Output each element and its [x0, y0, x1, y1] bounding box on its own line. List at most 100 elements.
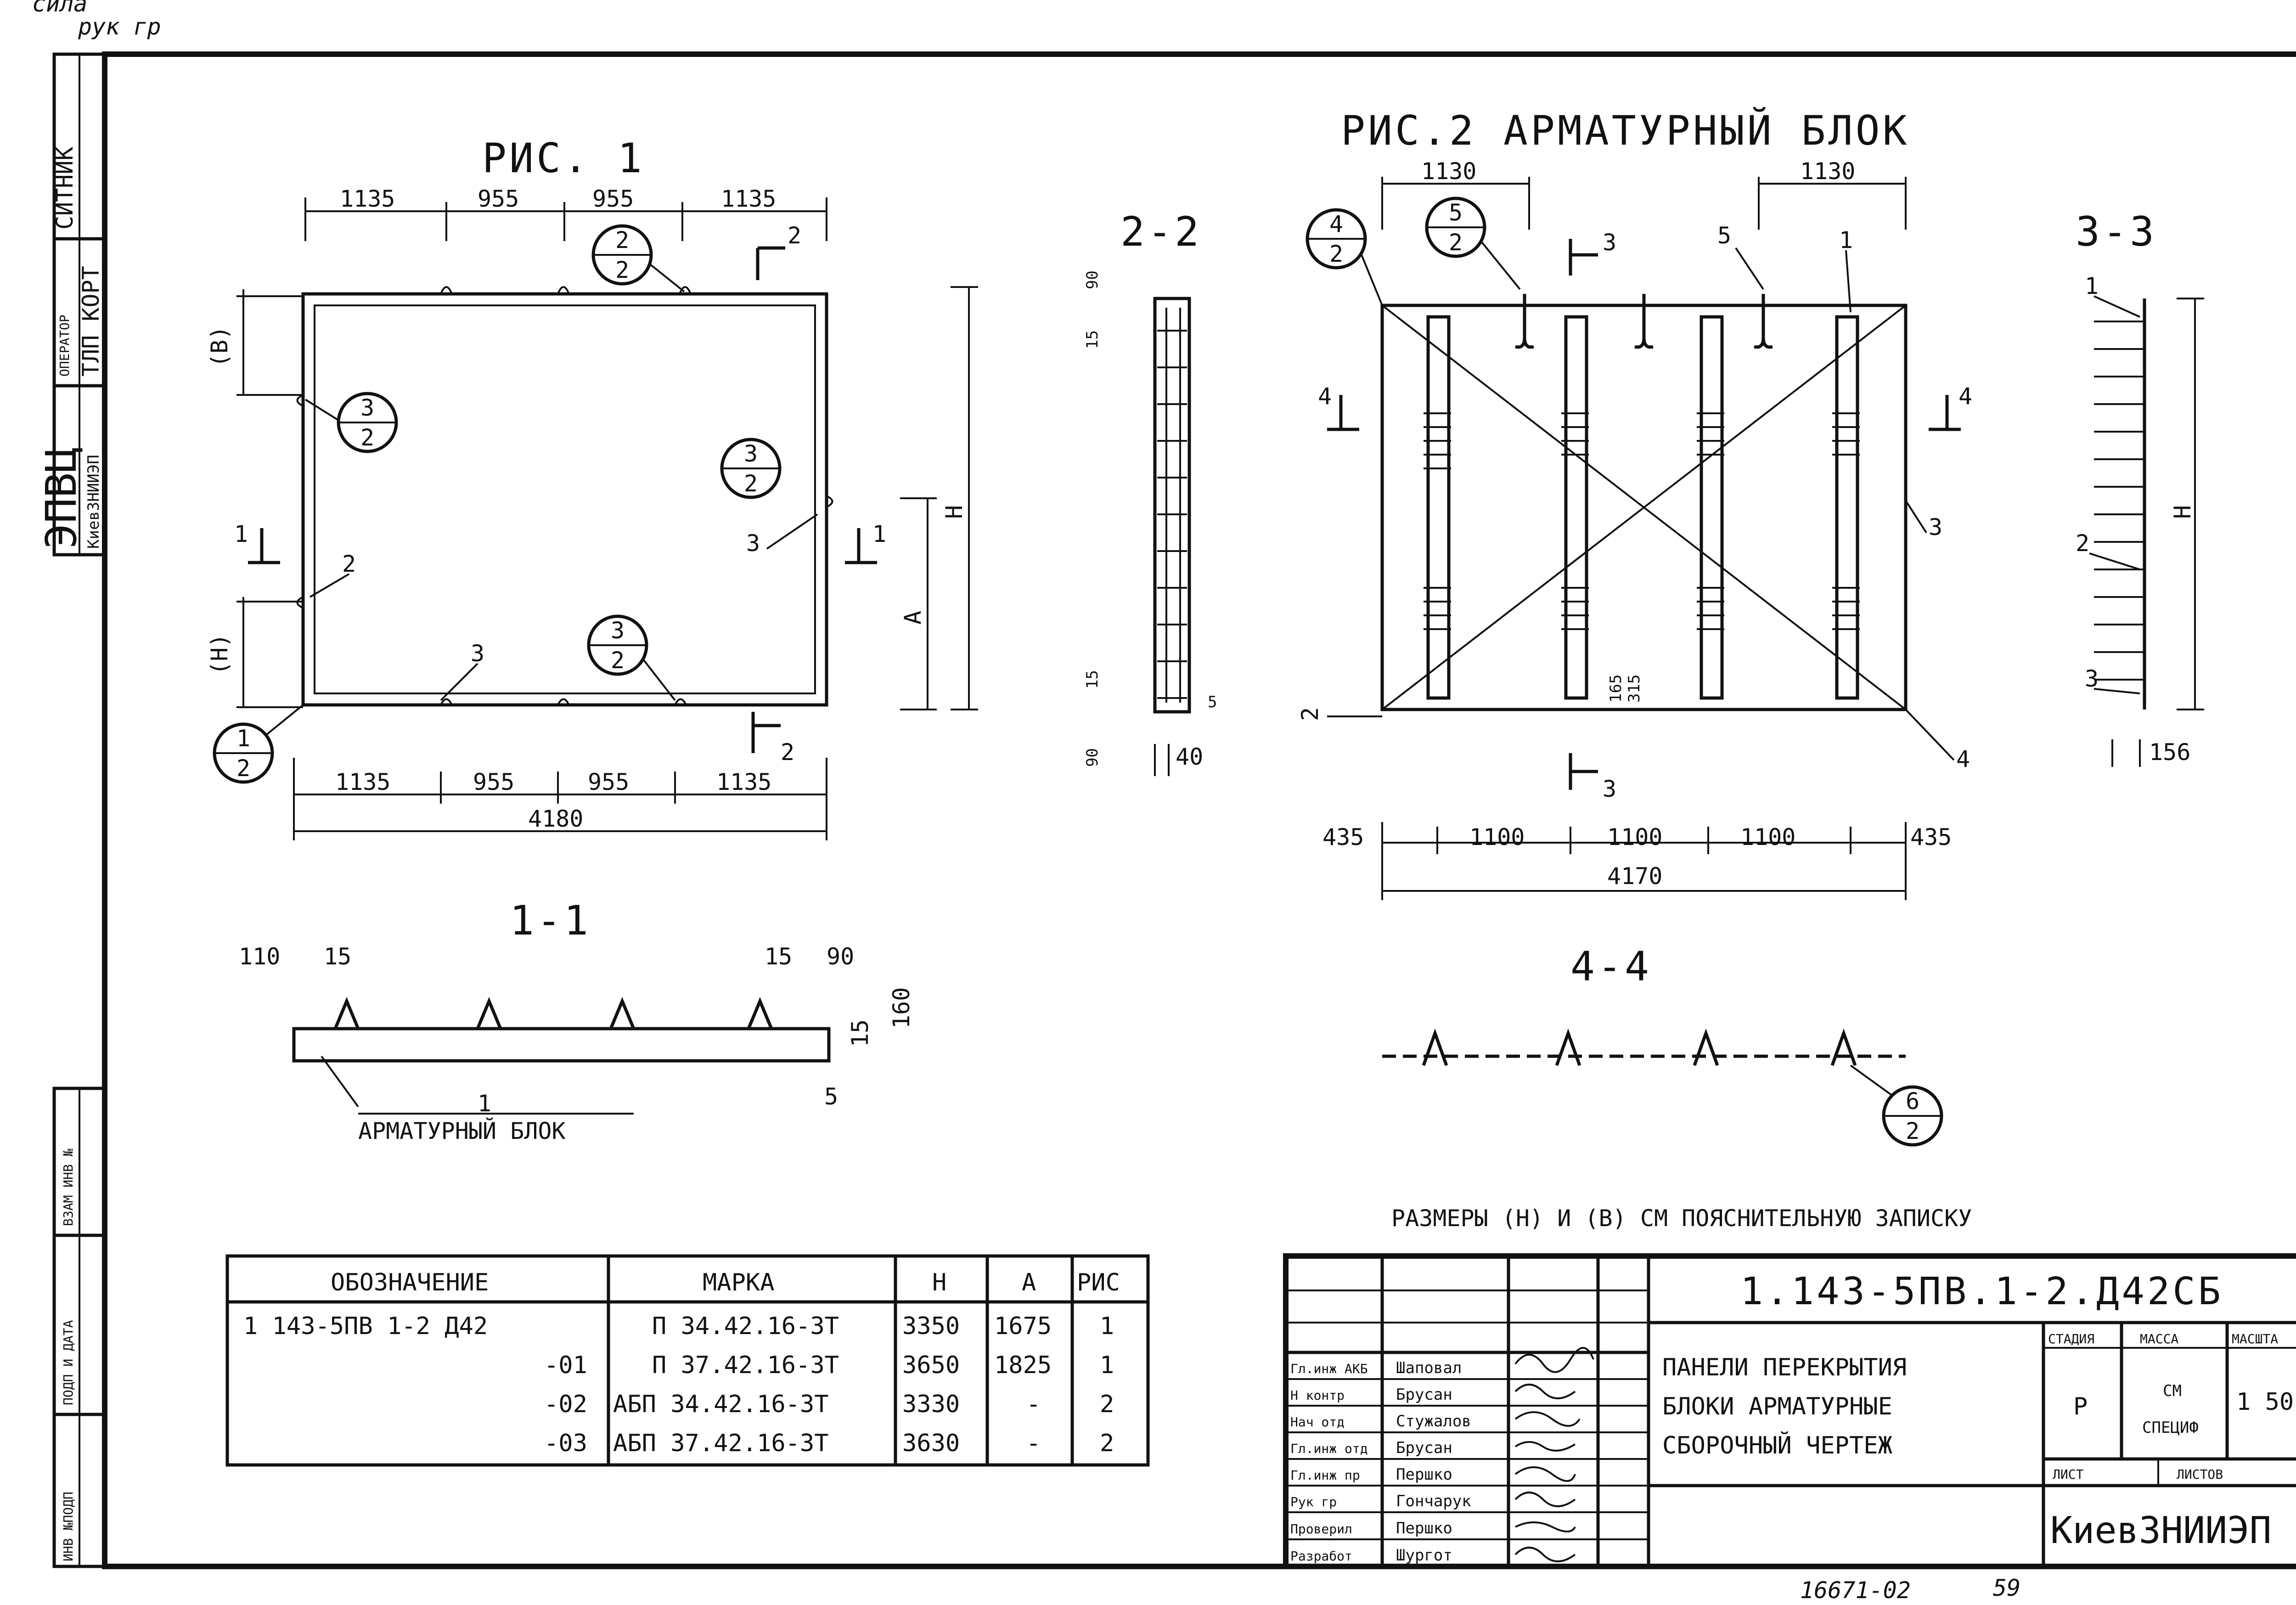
sec22-d15b: 15: [1083, 670, 1102, 689]
tb-mass-label: МАССА: [2140, 1331, 2178, 1346]
fig2-sec4-right: 4: [1958, 383, 1972, 410]
title-block: Гл.инж АКБ Шаповал Н контр Брусан Нач от…: [1283, 1253, 2296, 1569]
fig1-label-h: (Н): [206, 634, 233, 675]
sec33-title: 3-3: [2076, 208, 2157, 255]
fig2-mark-3: 3: [1929, 514, 1942, 541]
spec-row-1-2: 3650: [902, 1352, 960, 1379]
svg-text:6: 6: [1906, 1088, 1919, 1115]
tb-mass-1: СМ: [2163, 1382, 2182, 1400]
svg-text:2: 2: [1906, 1118, 1919, 1144]
sec33-mark-3: 3: [2085, 665, 2099, 692]
fig1-sec2-bottom: 2: [781, 739, 794, 766]
sec11-d15: 15: [324, 943, 351, 970]
tb-sheet-label: ЛИСТ: [2053, 1467, 2084, 1482]
spec-row-2-0: -02: [544, 1391, 587, 1418]
fig1-callout-2: 3 2: [720, 438, 782, 499]
fig2-d165: 165: [1607, 675, 1625, 703]
spec-row-3-1: АБП 37.42.16-3Т: [613, 1430, 829, 1457]
tb-code: 1.143-5ПВ.1-2.Д42СБ: [1740, 1270, 2223, 1313]
spec-header-3: А: [1022, 1269, 1036, 1296]
svg-text:2: 2: [615, 227, 629, 253]
svg-text:2: 2: [615, 257, 629, 283]
spec-header-1: МАРКА: [703, 1269, 775, 1296]
sec11-title: 1-1: [510, 897, 591, 944]
spec-row-1-0: -01: [544, 1352, 587, 1379]
tb-org: КиевЗНИИЭП: [2050, 1509, 2272, 1552]
section-3-3: 3-3 1 2 3 Н 156: [2076, 208, 2204, 767]
sec11-d110: 110: [239, 943, 280, 970]
spec-row-1-4: 1: [1100, 1352, 1114, 1379]
fig1-label-b: (В): [206, 326, 233, 367]
spec-row-1-1: П 37.42.16-3Т: [652, 1352, 839, 1379]
svg-text:3: 3: [744, 440, 758, 467]
sec22-d90: 90: [1083, 270, 1102, 289]
fig2-title: РИС.2 АРМАТУРНЫЙ БЛОК: [1341, 107, 1910, 154]
fig2-mark-1: 1: [1839, 227, 1853, 253]
fig1: РИС. 1 1135 955 955 1135 (В) (Н) А: [206, 135, 978, 840]
spec-row-3-3: -: [1026, 1430, 1041, 1457]
fig1-bottom-dim-3: 1135: [716, 769, 771, 795]
spec-header-4: РИС: [1077, 1269, 1120, 1296]
stamp-operator-value: ТЛП КОРТ: [78, 266, 104, 377]
spec-row-2-3: -: [1026, 1391, 1041, 1418]
spec-table: ОБОЗНАЧЕНИЕ МАРКА Н А РИС 1 143-5ПВ 1-2 …: [225, 1254, 1150, 1467]
tb-name-1: Брусан: [1396, 1385, 1452, 1404]
fig2-bottom-dim-0: 435: [1322, 824, 1364, 850]
svg-text:3: 3: [611, 617, 625, 644]
stamp-sitnik: СИТНИК: [51, 146, 78, 230]
fig2-mark-4: 4: [1956, 746, 1970, 772]
sec33-d156: 156: [2149, 739, 2190, 766]
tb-name-5: Гончарук: [1396, 1492, 1471, 1510]
svg-text:1: 1: [236, 725, 250, 752]
fig2-sec3-bottom: 3: [1603, 776, 1616, 802]
section-1-1: 1-1 110 15 15 90 15 160 5 1 АРМАТУРНЫЙ Б…: [239, 897, 915, 1144]
stamp-vzam: ВЗАМ ИНВ №: [61, 1149, 76, 1226]
fig1-top-dim-2: 955: [592, 186, 634, 212]
fig1-panel-outer: [301, 292, 828, 707]
spec-row-2-2: 3330: [902, 1391, 960, 1418]
fig1-title: РИС. 1: [482, 135, 645, 182]
sec44-title: 4-4: [1570, 943, 1652, 990]
fig1-mark-2: 2: [342, 551, 356, 577]
stamp-org-big: ЭПВЦ: [37, 447, 86, 549]
tb-mass-2: СПЕЦИФ: [2142, 1419, 2199, 1437]
tb-sheets-label: ЛИСТОВ: [2177, 1467, 2223, 1482]
sec33-mark-1: 1: [2085, 273, 2099, 299]
fig1-callout-1: 3 2: [304, 392, 398, 453]
spec-row-0-2: 3350: [902, 1312, 960, 1340]
spec-row-0-0: 1 143-5ПВ 1-2 Д42: [243, 1312, 488, 1340]
fig2-mark-5: 5: [1717, 222, 1731, 249]
sec33-h: Н: [2169, 505, 2196, 519]
spec-row-3-2: 3630: [902, 1430, 960, 1457]
sec22-d90b: 90: [1083, 748, 1102, 767]
fig2-total: 4170: [1607, 863, 1662, 890]
tb-name-3: Брусан: [1396, 1439, 1452, 1457]
signatures: [1514, 1347, 1594, 1562]
fig1-sec2-top: 2: [788, 222, 801, 249]
fig1-callout-4: 1 2: [213, 704, 304, 784]
top-note-2: рук гр: [78, 13, 161, 40]
fig2-top-dim-1: 1130: [1800, 158, 1855, 185]
spec-row-0-4: 1: [1100, 1312, 1114, 1340]
spec-row-1-3: 1825: [994, 1352, 1052, 1379]
tb-name-7: Шургот: [1396, 1546, 1452, 1565]
footer-page: 59: [1993, 1575, 2020, 1601]
sec33-mark-2: 2: [2076, 530, 2089, 557]
tb-role-1: Н контр: [1290, 1388, 1345, 1403]
svg-text:2: 2: [1449, 229, 1463, 256]
fig2-bottom-dim-1: 1100: [1469, 824, 1525, 850]
svg-text:5: 5: [1449, 199, 1463, 226]
fig2-sec3-top: 3: [1603, 229, 1616, 256]
tb-scale: 1 50: [2236, 1388, 2294, 1416]
spec-header-0: ОБОЗНАЧЕНИЕ: [331, 1269, 489, 1296]
tb-role-6: Проверил: [1290, 1521, 1352, 1537]
svg-text:2: 2: [236, 755, 250, 782]
sec44-callout: 6 2: [1850, 1064, 1943, 1147]
section-4-4: 4-4 6 2: [1382, 943, 1943, 1147]
sec22-d40: 40: [1176, 743, 1203, 770]
spec-row-0-3: 1675: [994, 1312, 1052, 1340]
svg-text:2: 2: [1329, 241, 1343, 267]
fig2-sec4-left: 4: [1318, 383, 1332, 410]
fig1-mark-3a: 3: [471, 640, 484, 667]
sec11-d15b: 15: [765, 943, 792, 970]
